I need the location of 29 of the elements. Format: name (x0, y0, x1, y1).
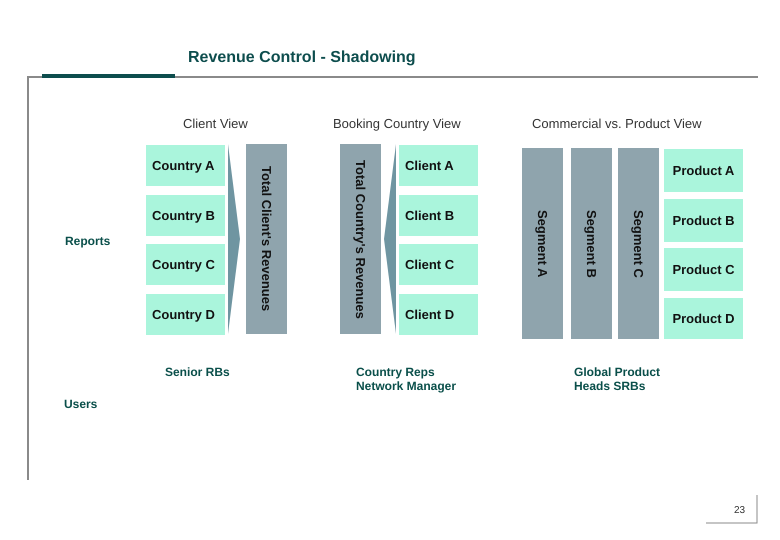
category-box: Client C (399, 244, 478, 285)
category-box: Country D (146, 294, 225, 335)
row-label: Reports (65, 234, 110, 248)
user-group: Senior RBs (165, 365, 230, 379)
revenue-bar: Segment B (571, 148, 612, 339)
revenue-bar: Total Client's Revenues (246, 144, 287, 334)
row-label: Users (64, 397, 98, 411)
chevron-arrow (384, 144, 396, 334)
chevron-arrow (228, 144, 240, 334)
category-box: Client B (399, 195, 478, 236)
revenue-bar: Segment C (618, 148, 659, 339)
user-group: Global Product Heads SRBs (574, 365, 669, 393)
revenue-bar: Total Country's Revenues (340, 144, 381, 334)
view-heading: Client View (183, 116, 248, 131)
revenue-bar: Segment A (522, 148, 563, 339)
view-heading: Booking Country View (333, 116, 461, 131)
view-heading: Commercial vs. Product View (532, 116, 702, 131)
category-box: Country B (146, 195, 225, 236)
title: Revenue Control - Shadowing (188, 49, 416, 67)
category-box: Client D (399, 294, 478, 335)
category-box: Product A (664, 149, 743, 192)
category-box: Product B (664, 199, 743, 242)
category-box: Country A (146, 145, 225, 186)
category-box: Product D (664, 298, 743, 339)
category-box: Client A (399, 145, 478, 186)
page-number: 23 (734, 505, 746, 516)
category-box: Product C (664, 248, 743, 291)
user-group: Country Reps Network Manager (356, 365, 466, 393)
category-box: Country C (146, 244, 225, 285)
